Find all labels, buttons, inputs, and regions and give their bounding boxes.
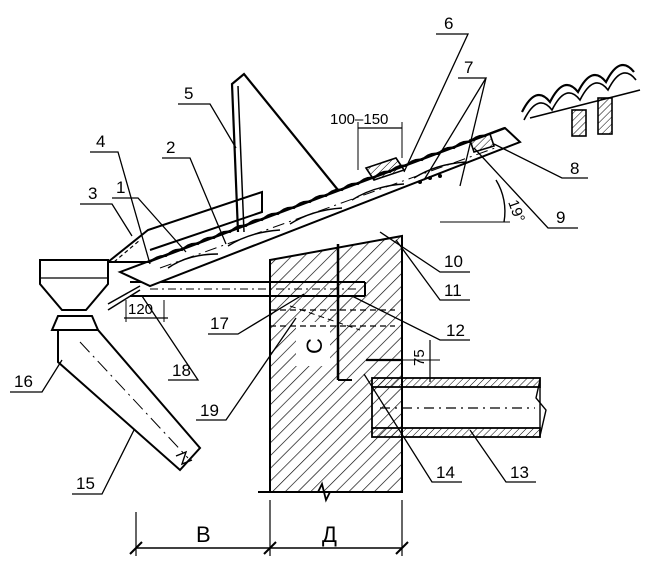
brick-wall <box>258 234 403 503</box>
dimension-wall-height: С <box>302 338 327 354</box>
eave-flashing <box>107 190 263 263</box>
dimension-angle: 19° <box>504 198 528 225</box>
callout-6: 6 <box>444 14 453 33</box>
leader-lines <box>10 33 588 495</box>
callout-2: 2 <box>166 138 175 157</box>
roof-sheathing <box>147 126 506 269</box>
dimension-overhang-width: В <box>196 522 211 547</box>
callout-16: 16 <box>14 372 33 391</box>
callout-1: 1 <box>116 178 125 197</box>
callout-10: 10 <box>444 252 463 271</box>
ridge-vent-block <box>364 133 496 184</box>
wall-label-background <box>296 322 330 366</box>
callout-12: 12 <box>446 321 465 340</box>
dimension-height: 75 <box>411 349 428 366</box>
anchor-rail <box>336 244 440 381</box>
slope-angle-arc <box>440 179 510 223</box>
tile-profile-inset <box>521 63 641 137</box>
callout-19: 19 <box>200 401 219 420</box>
callout-7: 7 <box>464 58 473 77</box>
dimension-overlap: 100–150 <box>330 111 388 128</box>
dimension-wall-width: Д <box>322 522 337 547</box>
gutter <box>39 259 141 331</box>
callout-11: 11 <box>444 281 462 300</box>
floor-slab <box>371 377 547 438</box>
callout-5: 5 <box>184 84 193 103</box>
callout-14: 14 <box>436 463 455 482</box>
snow-guard-bracket <box>230 72 339 233</box>
callout-3: 3 <box>88 184 97 203</box>
callout-17: 17 <box>210 314 229 333</box>
downpipe <box>57 329 202 472</box>
dimension-lines <box>124 122 431 556</box>
callout-15: 15 <box>76 474 95 493</box>
callout-18: 18 <box>172 361 191 380</box>
callout-4: 4 <box>96 132 105 151</box>
dimension-eave-offset: 120 <box>128 301 153 318</box>
callout-13: 13 <box>510 463 529 482</box>
callout-9: 9 <box>556 208 565 227</box>
callout-8: 8 <box>570 159 579 178</box>
